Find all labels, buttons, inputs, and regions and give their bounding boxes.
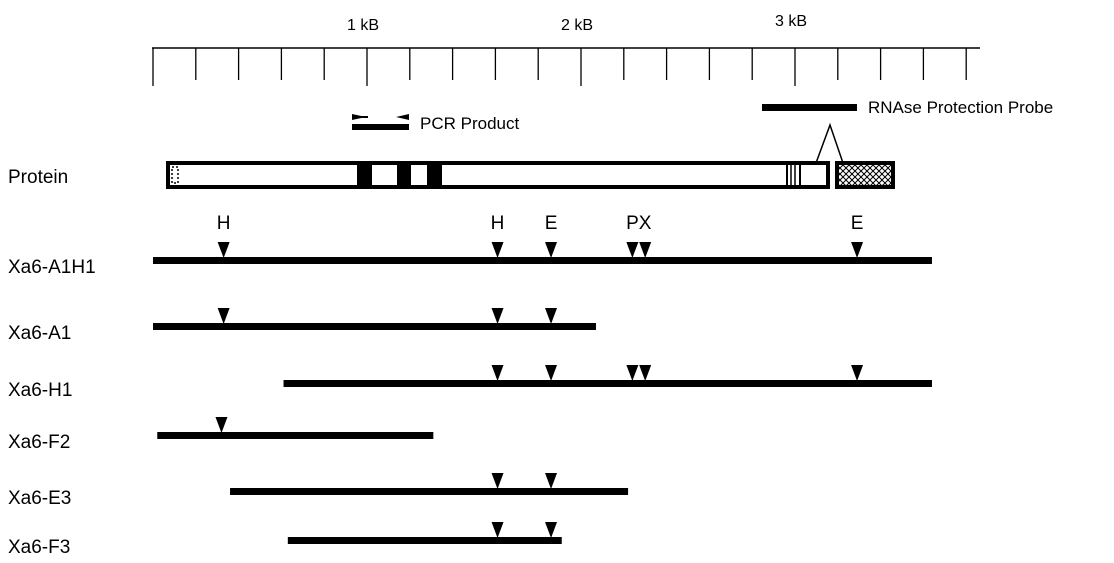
restriction-site-triangle-icon xyxy=(545,365,558,381)
kb-scale-ruler xyxy=(152,47,980,86)
restriction-site-triangle-icon xyxy=(545,242,558,258)
rnase-protection-probe: RNAse Protection Probe xyxy=(762,98,1053,164)
clone-name: Xa6-E3 xyxy=(8,488,71,509)
restriction-site-triangle-icon xyxy=(491,308,504,324)
protein-label: Protein xyxy=(8,167,68,188)
clone-row: Xa6-A1 xyxy=(8,308,596,344)
restriction-site-triangle-icon xyxy=(545,473,558,489)
scale-label: 2 kB xyxy=(561,17,593,34)
site-label: H xyxy=(491,213,505,234)
clone-name: Xa6-F3 xyxy=(8,537,70,558)
clone-row: Xa6-F2 xyxy=(8,417,434,453)
domain-block xyxy=(427,163,442,187)
restriction-site-triangle-icon xyxy=(491,473,504,489)
domain-block xyxy=(357,163,372,187)
striped-domain xyxy=(786,165,801,185)
site-label: E xyxy=(851,213,864,234)
restriction-site-triangle-icon xyxy=(626,365,639,381)
clone-bar xyxy=(153,323,596,330)
site-label: E xyxy=(545,213,558,234)
restriction-site-triangle-icon xyxy=(545,522,558,538)
site-label: PX xyxy=(626,213,652,234)
site-label: H xyxy=(217,213,231,234)
restriction-site-triangle-icon xyxy=(639,365,652,381)
restriction-site-triangle-icon xyxy=(851,242,864,258)
pcr-product-label: PCR Product xyxy=(420,114,519,133)
pcr-product: PCR Product xyxy=(352,114,519,133)
clone-bar xyxy=(153,257,932,264)
reverse-primer-arrow-icon xyxy=(396,114,409,120)
clone-row: Xa6-A1H1 xyxy=(8,242,932,278)
restriction-site-triangle-icon xyxy=(217,242,230,258)
clone-name: Xa6-A1H1 xyxy=(8,257,96,278)
probe-label: RNAse Protection Probe xyxy=(868,98,1053,117)
protein-schematic: Protein xyxy=(8,161,895,189)
restriction-site-triangle-icon xyxy=(217,308,230,324)
pcr-product-bar xyxy=(352,124,409,130)
restriction-site-triangle-icon xyxy=(545,308,558,324)
restriction-site-triangle-icon xyxy=(491,242,504,258)
clone-bar xyxy=(157,432,434,439)
clone-bar xyxy=(283,380,932,387)
restriction-site-triangle-icon xyxy=(639,242,652,258)
clone-name: Xa6-F2 xyxy=(8,432,70,453)
clone-name: Xa6-A1 xyxy=(8,323,71,344)
scale-label: 3 kB xyxy=(775,13,807,30)
clone-bar xyxy=(287,537,562,544)
clone-row: Xa6-E3 xyxy=(8,473,629,509)
scale-label: 1 kB xyxy=(347,17,379,34)
clone-name: Xa6-H1 xyxy=(8,380,72,401)
clone-row: Xa6-H1 xyxy=(8,365,932,401)
probe-bar xyxy=(762,104,857,111)
probe-pointer xyxy=(815,122,844,164)
restriction-site-triangle-icon xyxy=(215,417,228,433)
restriction-site-triangle-icon xyxy=(491,365,504,381)
cross-hatched-domain xyxy=(835,161,895,189)
clone-row: Xa6-F3 xyxy=(8,522,562,558)
signal-peptide xyxy=(171,166,179,184)
restriction-site-triangle-icon xyxy=(491,522,504,538)
restriction-site-triangle-icon xyxy=(626,242,639,258)
restriction-site-labels: H H E PX E xyxy=(217,213,864,234)
restriction-site-triangle-icon xyxy=(851,365,864,381)
clone-bar xyxy=(230,488,629,495)
domain-block xyxy=(397,163,411,187)
